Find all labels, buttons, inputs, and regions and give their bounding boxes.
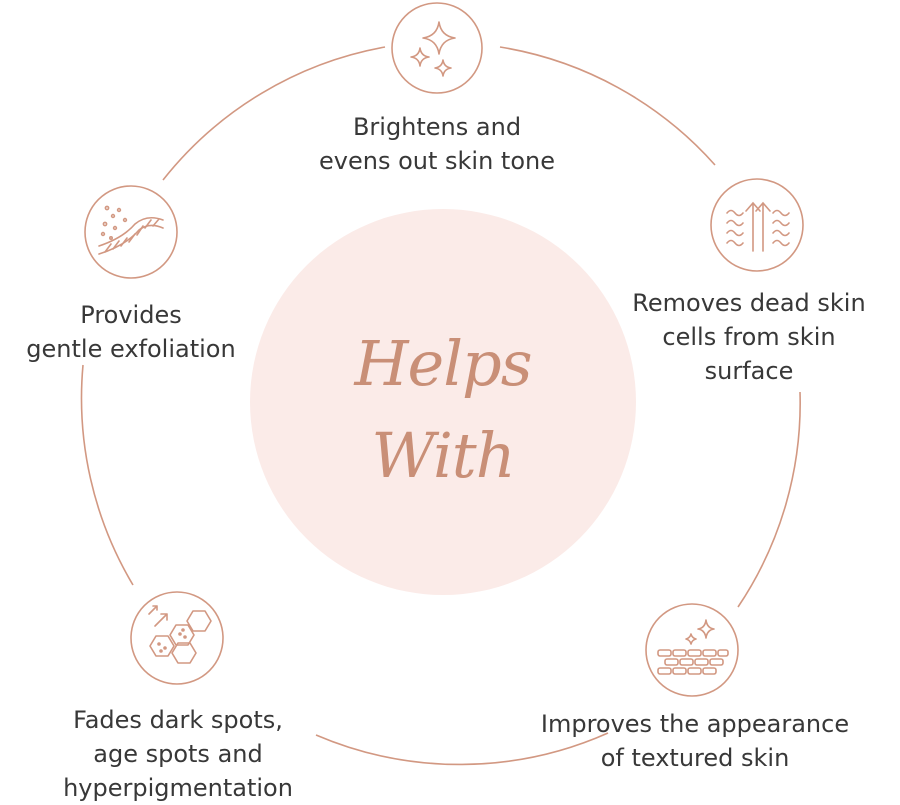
center-disc <box>250 209 636 595</box>
benefit-label-line: cells from skin <box>662 323 836 351</box>
benefit-label-line: surface <box>704 357 794 385</box>
benefit-label-brightens: Brightens and evens out skin tone <box>287 110 587 178</box>
benefit-label-line: Improves the appearance <box>540 710 850 738</box>
benefit-label-line: Removes dead skin <box>632 289 866 317</box>
benefit-label-line: Fades dark spots, <box>73 706 283 734</box>
skin-layers-arrows-icon <box>710 178 804 272</box>
benefit-label-line: gentle exfoliation <box>26 335 236 363</box>
smooth-skin-sparkle-icon <box>645 603 739 697</box>
benefit-label-improves-texture: Improves the appearance of textured skin <box>505 707 885 775</box>
benefit-label-removes-dead-skin: Removes dead skin cells from skin surfac… <box>605 286 893 388</box>
center-title: Helps With <box>300 318 586 502</box>
center-title-line2: With <box>371 419 515 492</box>
hexagon-cells-icon <box>130 591 224 685</box>
benefit-label-gentle-exfoliation: Provides gentle exfoliation <box>2 298 260 366</box>
benefit-label-line: age spots and <box>93 740 263 768</box>
connector-ring <box>80 46 801 766</box>
center-title-line1: Helps <box>354 327 532 400</box>
sparkles-icon <box>391 2 483 94</box>
exfoliation-particles-icon <box>84 185 178 279</box>
benefit-label-line: Provides <box>80 301 182 329</box>
benefit-label-line: hyperpigmentation <box>63 774 293 802</box>
benefit-label-line: of textured skin <box>600 744 790 772</box>
benefit-label-line: Brightens and <box>352 113 522 141</box>
benefit-label-line: evens out skin tone <box>319 147 555 175</box>
benefit-label-fades-dark-spots: Fades dark spots, age spots and hyperpig… <box>30 703 326 805</box>
